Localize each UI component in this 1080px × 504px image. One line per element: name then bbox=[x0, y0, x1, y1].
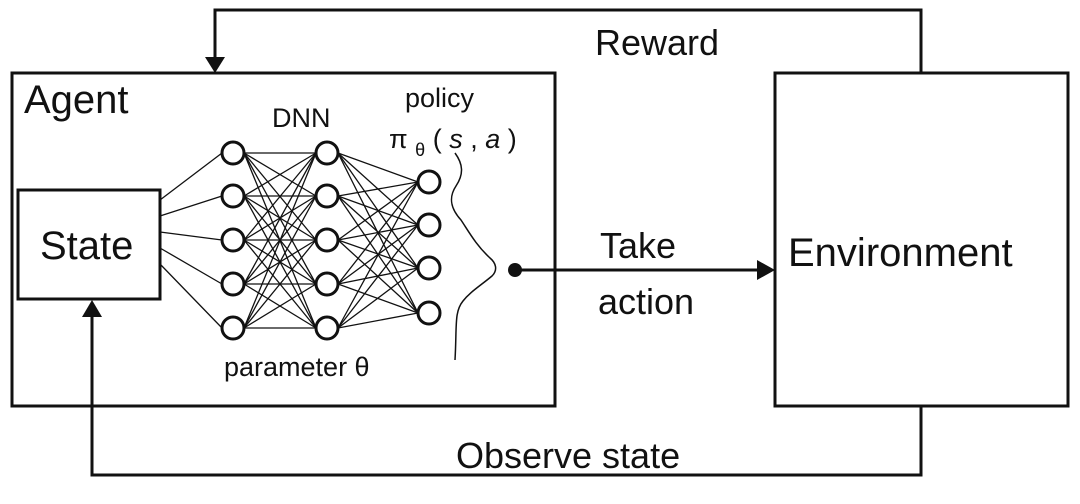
policy-formula: π θ ( s , a ) bbox=[389, 124, 517, 162]
dnn-edge bbox=[243, 152, 317, 329]
dnn-neuron bbox=[220, 271, 246, 297]
dnn-edge bbox=[337, 181, 419, 285]
dnn-neuron bbox=[314, 183, 340, 209]
state-input-edge bbox=[159, 152, 223, 201]
dnn-neuron bbox=[416, 255, 442, 281]
policy-close-paren: ) bbox=[508, 124, 517, 154]
policy-a: a bbox=[485, 124, 500, 154]
state-label: State bbox=[40, 224, 133, 268]
dnn-neuron bbox=[416, 300, 442, 326]
dnn-edge bbox=[243, 283, 317, 329]
dnn-neuron bbox=[220, 227, 246, 253]
dnn-neuron bbox=[314, 271, 340, 297]
dnn-edge bbox=[337, 181, 419, 329]
state-box bbox=[16, 188, 162, 301]
reward-arrowhead bbox=[205, 57, 225, 73]
state-input-edge bbox=[159, 263, 223, 329]
observe-arrowhead bbox=[82, 300, 102, 317]
dnn-edge bbox=[243, 195, 317, 329]
dnn-edges bbox=[159, 152, 419, 329]
dnn-neuron bbox=[220, 183, 246, 209]
dnn-neuron bbox=[416, 212, 442, 238]
action-label: action bbox=[598, 281, 694, 322]
agent-label: Agent bbox=[24, 78, 129, 122]
action-arrowhead bbox=[757, 260, 775, 280]
policy-comma: , bbox=[470, 124, 485, 154]
action-origin-dot bbox=[508, 263, 522, 277]
policy-open-paren: ( bbox=[433, 124, 442, 154]
dnn-edge bbox=[243, 152, 317, 197]
policy-theta-subscript: θ bbox=[415, 140, 425, 160]
dnn-edge bbox=[337, 181, 419, 241]
dnn-edge bbox=[337, 312, 419, 329]
dnn-edge bbox=[243, 152, 317, 241]
dnn-neuron bbox=[220, 315, 246, 341]
dnn-neuron bbox=[314, 227, 340, 253]
state-input-edge bbox=[159, 195, 223, 217]
dnn-neuron bbox=[220, 140, 246, 166]
policy-distribution-curve bbox=[450, 152, 497, 361]
policy-s: s bbox=[449, 124, 463, 154]
dnn-edge bbox=[337, 181, 419, 197]
agent-box bbox=[10, 71, 557, 408]
policy-label: policy bbox=[405, 83, 475, 113]
dnn-edge bbox=[337, 267, 419, 329]
dnn-edge bbox=[243, 239, 317, 329]
dnn-neuron bbox=[314, 315, 340, 341]
state-input-edge bbox=[159, 231, 223, 241]
dnn-edge bbox=[243, 152, 317, 285]
reward-arrow-line bbox=[213, 8, 923, 73]
observe-state-label: Observe state bbox=[456, 435, 680, 476]
dnn-label: DNN bbox=[272, 103, 331, 133]
dnn-neuron bbox=[314, 140, 340, 166]
dnn-edge bbox=[337, 224, 419, 329]
take-label: Take bbox=[600, 225, 676, 266]
dnn-nodes bbox=[220, 140, 442, 341]
state-input-edge bbox=[159, 247, 223, 285]
dnn-neuron bbox=[416, 169, 442, 195]
environment-label: Environment bbox=[788, 231, 1013, 275]
dnn-edge bbox=[337, 152, 419, 183]
parameter-label: parameter θ bbox=[224, 352, 370, 382]
reward-label: Reward bbox=[595, 22, 719, 63]
observe-arrow-line bbox=[90, 317, 923, 477]
policy-pi: π bbox=[389, 124, 408, 154]
